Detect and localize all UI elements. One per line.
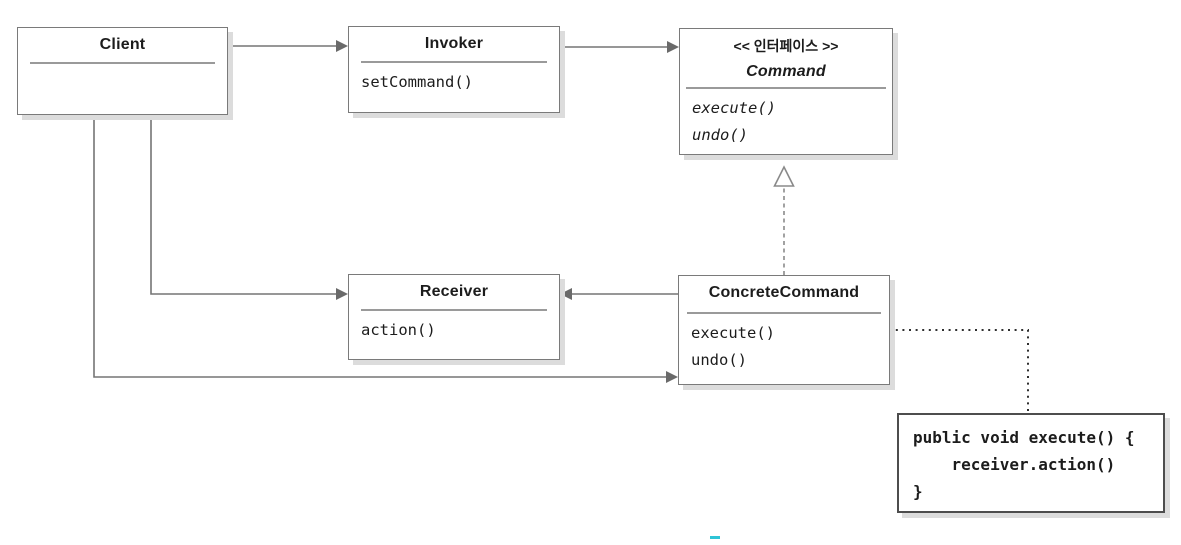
stray-teal-mark <box>710 536 720 539</box>
method-label: execute() <box>692 99 776 117</box>
association-concretecommand-to-receiver <box>560 288 678 300</box>
method-label: undo() <box>692 126 748 144</box>
class-separator <box>361 309 547 311</box>
class-separator <box>361 61 547 63</box>
method-label: action() <box>361 321 436 339</box>
method-label: undo() <box>691 351 747 369</box>
arrowhead-left-icon <box>560 288 572 300</box>
arrowhead-right-icon <box>667 41 679 53</box>
code-line: public void execute() { <box>913 428 1135 447</box>
class-title: Command <box>746 63 826 80</box>
class-title: ConcreteCommand <box>708 284 860 301</box>
class-title: Receiver <box>419 283 489 300</box>
arrowhead-right-icon <box>336 288 348 300</box>
class-box-client: Client <box>17 27 228 115</box>
class-box-invoker: Invoker setCommand() <box>348 26 560 113</box>
arrowhead-right-icon <box>666 371 678 383</box>
association-client-to-receiver <box>150 115 348 300</box>
class-separator <box>30 62 215 64</box>
association-invoker-to-command <box>560 41 679 53</box>
class-separator <box>686 87 886 89</box>
association-client-to-invoker <box>228 40 348 52</box>
arrowhead-right-icon <box>336 40 348 52</box>
hollow-triangle-icon <box>773 165 795 187</box>
code-line: } <box>913 482 923 501</box>
realization-concretecommand-to-command <box>773 165 795 275</box>
stereotype-label: << 인터페이스 >> <box>733 38 839 54</box>
class-title: Invoker <box>424 35 484 52</box>
method-label: setCommand() <box>361 73 473 91</box>
class-separator <box>687 312 881 314</box>
class-title: Client <box>99 36 146 53</box>
class-box-command-interface: << 인터페이스 >> Command execute() undo() <box>679 28 893 155</box>
code-line: receiver.action() <box>913 455 1116 474</box>
code-note-box: public void execute() { receiver.action(… <box>897 413 1165 513</box>
class-box-receiver: Receiver action() <box>348 274 560 360</box>
class-box-concretecommand: ConcreteCommand execute() undo() <box>678 275 890 385</box>
method-label: execute() <box>691 324 775 342</box>
